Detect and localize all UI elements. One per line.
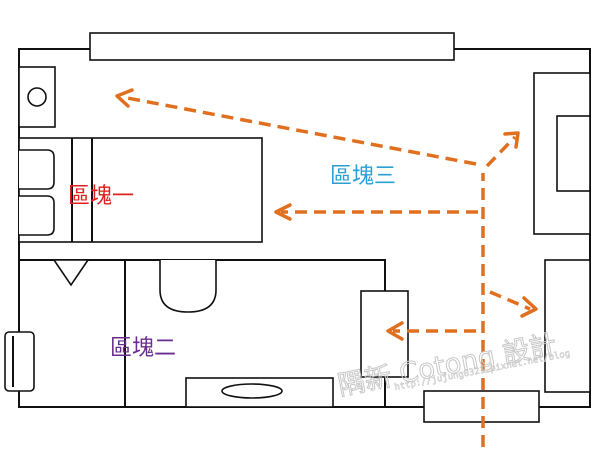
small-cabinet [360, 290, 409, 378]
top-window [89, 32, 455, 61]
washbasin [18, 66, 56, 128]
pillow-bottom [19, 195, 55, 236]
arrowhead-cabinet [386, 321, 404, 341]
wardrobe-inner [556, 115, 591, 192]
pillow-top [19, 149, 55, 190]
arrowhead-desk [520, 296, 538, 318]
arrow-to-wardrobe [485, 135, 517, 168]
arrowhead-top-left [115, 88, 134, 108]
arrow-to-desk [489, 290, 531, 311]
washbasin-drain-icon [27, 87, 47, 107]
bathtub-drain-icon [221, 383, 283, 399]
zone-1-label: 區塊一 [68, 184, 134, 209]
arrow-to-top-left [121, 95, 477, 166]
zone-3-label: 區塊三 [330, 164, 396, 189]
desk [544, 259, 591, 393]
toilet [159, 260, 217, 313]
left-door [4, 331, 35, 392]
corner-triangle [52, 259, 90, 287]
bed [18, 137, 263, 243]
arrowhead-wardrobe [503, 131, 520, 149]
arrowhead-bed [274, 203, 292, 221]
zone-2-label: 區塊二 [110, 336, 176, 361]
flow-arrows [115, 88, 538, 447]
